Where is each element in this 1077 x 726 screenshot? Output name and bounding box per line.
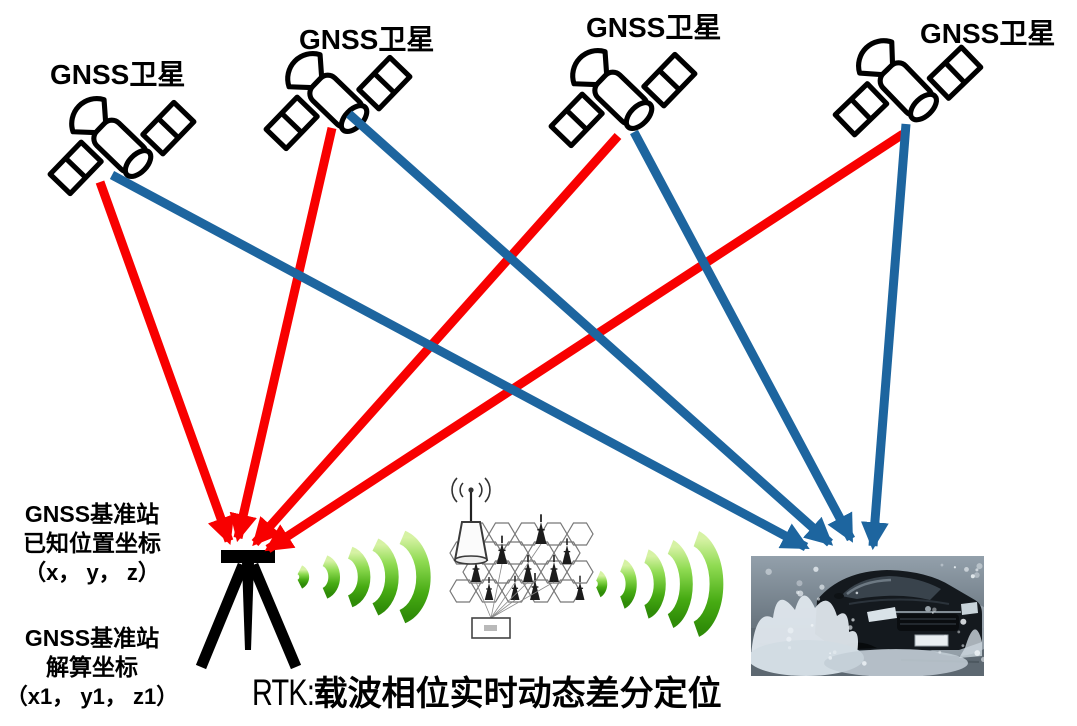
base-solved-line1: GNSS基准站 <box>24 625 160 651</box>
rover-car-photo <box>751 556 984 676</box>
satellite-to-rover-links <box>109 110 911 551</box>
base-station-known-coords: GNSS基准站 已知位置坐标 （x， y， z） <box>0 500 184 587</box>
base-known-line1: GNSS基准站 <box>24 501 160 527</box>
satellite-label-4: GNSS卫星 <box>920 18 1056 49</box>
base-known-coords-value: （x， y， z） <box>24 560 160 585</box>
base-solved-coords-value: （x1， y1， z1） <box>5 684 179 709</box>
base-link-arrow-1 <box>95 180 235 545</box>
base-solved-line2: 解算坐标 <box>46 654 138 680</box>
radio-wave-icon-left <box>300 537 424 616</box>
base-link-arrow-3 <box>251 133 622 547</box>
rtk-caption-prefix: RTK: <box>252 672 315 713</box>
rtk-caption-text: 载波相位实时动态差分定位 <box>313 675 722 713</box>
satellite-label-1: GNSS卫星 <box>50 59 186 90</box>
network-controller-box <box>471 617 511 639</box>
base-link-arrow-4 <box>264 130 906 553</box>
base-station-solved-coords: GNSS基准站 解算坐标 （x1， y1， z1） <box>0 624 184 711</box>
rover-link-arrow-3 <box>630 129 855 543</box>
antenna-mast-icon <box>451 477 491 565</box>
radio-wave-icon-right <box>598 539 716 630</box>
satellite-to-base-links <box>95 126 906 553</box>
rover-link-arrow-1 <box>109 171 810 551</box>
base-known-line2: 已知位置坐标 <box>23 530 161 556</box>
cellular-network-icon <box>449 477 594 639</box>
rover-link-arrow-4 <box>860 123 911 551</box>
rtk-caption: RTK:载波相位实时动态差分定位 <box>252 666 722 715</box>
rover-link-arrow-2 <box>346 110 834 547</box>
satellite-label-3: GNSS卫星 <box>586 12 722 43</box>
survey-tripod-icon <box>195 550 302 670</box>
base-link-arrow-2 <box>229 126 337 543</box>
satellite-label-2: GNSS卫星 <box>299 24 435 55</box>
